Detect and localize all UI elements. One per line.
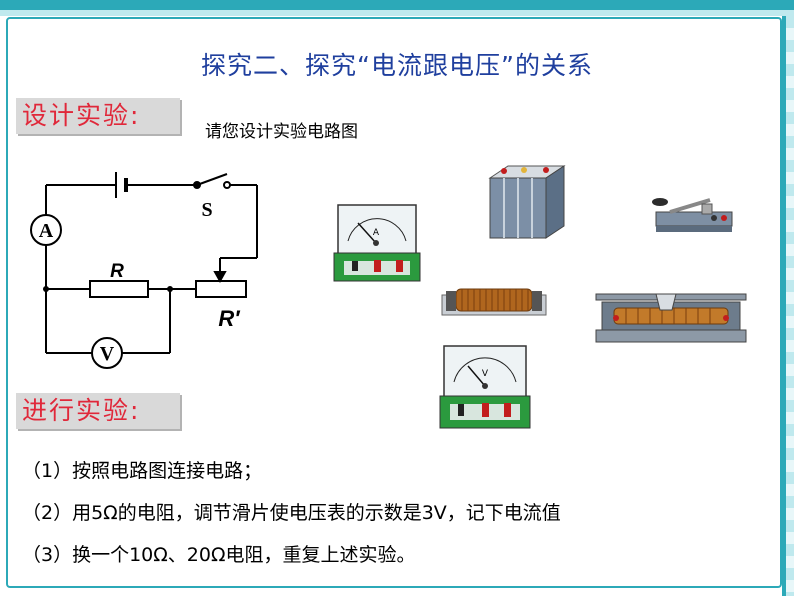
section-design-label: 设计实验: bbox=[16, 98, 180, 134]
design-prompt: 请您设计实验电路图 bbox=[205, 122, 358, 142]
sliding-rheostat bbox=[595, 293, 747, 343]
step-item: （3）换一个10Ω、20Ω电阻，重复上述实验。 bbox=[22, 544, 416, 566]
ammeter-symbol bbox=[30, 214, 62, 246]
voltmeter-device: V bbox=[439, 345, 531, 429]
ammeter-device: A bbox=[333, 204, 421, 282]
resistor-r bbox=[89, 280, 149, 298]
rheostat bbox=[195, 280, 247, 298]
circuit-diagram: A V S R R′ bbox=[30, 172, 258, 369]
knife-switch bbox=[652, 198, 733, 232]
right-strip-edge bbox=[782, 16, 786, 596]
junction-dot bbox=[167, 286, 173, 292]
top-bar-light bbox=[0, 10, 794, 16]
section-conduct-label: 进行实验: bbox=[16, 393, 180, 429]
voltmeter-dial-label: V bbox=[482, 369, 489, 379]
step-item: （2）用5Ω的电阻，调节滑片使电压表的示数是3V，记下电流值 bbox=[22, 502, 561, 524]
top-bar bbox=[0, 0, 794, 16]
switch-blade bbox=[196, 173, 228, 186]
voltmeter-symbol bbox=[91, 337, 123, 369]
rheostat-label: R′ bbox=[218, 306, 241, 331]
resistor-label: R bbox=[110, 261, 124, 282]
equipment-illustrations: A bbox=[333, 165, 747, 429]
slide-frame bbox=[6, 17, 782, 588]
resistor-coil bbox=[441, 288, 547, 316]
rheostat-slider-arrow bbox=[213, 271, 227, 284]
ammeter-label: A bbox=[39, 220, 54, 242]
switch-label: S bbox=[201, 199, 212, 221]
slide-title: 探究二、探究“电流跟电压”的关系 bbox=[201, 51, 593, 80]
voltmeter-label: V bbox=[100, 343, 115, 365]
switch-contact bbox=[223, 181, 231, 189]
experiment-steps: （1）按照电路图连接电路； （2）用5Ω的电阻，调节滑片使电压表的示数是3V，记… bbox=[22, 450, 561, 576]
battery-pack bbox=[488, 165, 566, 239]
ammeter-dial-label: A bbox=[373, 228, 380, 238]
junction-dot bbox=[43, 286, 49, 292]
right-strip bbox=[782, 16, 794, 596]
step-item: （1）按照电路图连接电路； bbox=[22, 460, 263, 482]
